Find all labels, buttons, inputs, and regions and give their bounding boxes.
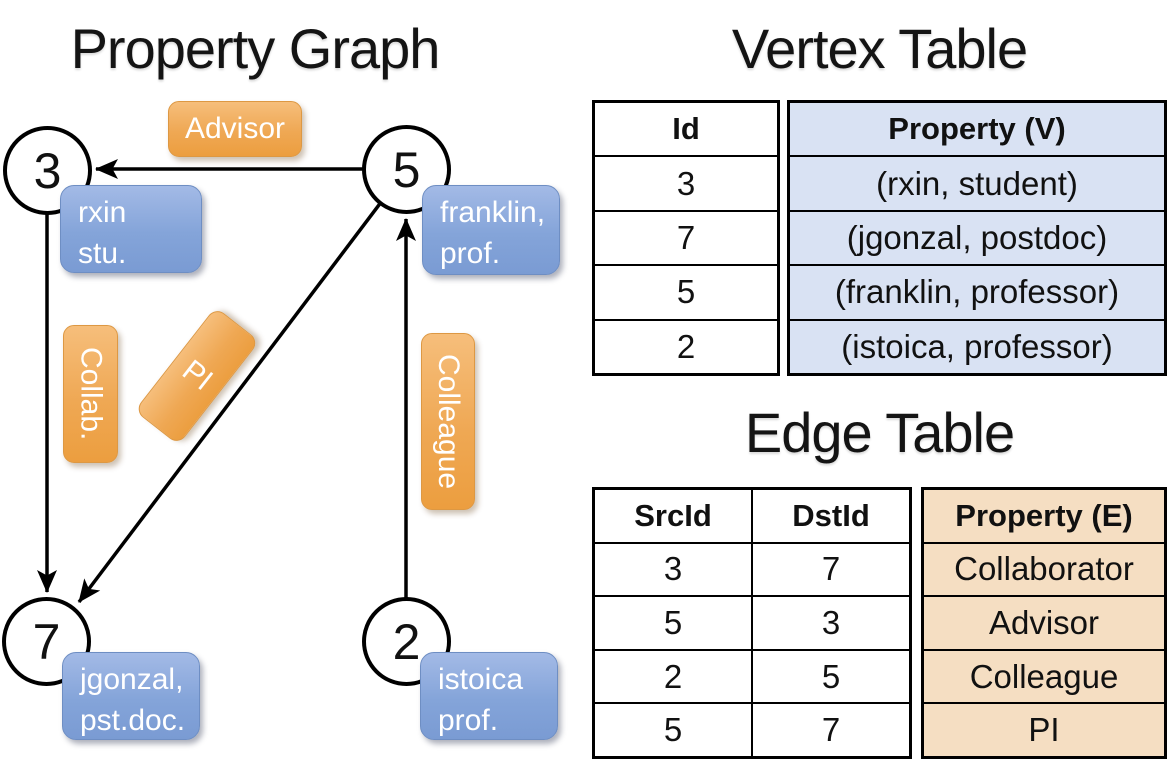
edge-table-property-cell: Advisor: [924, 595, 1164, 649]
edge-table-property-cell: PI: [924, 702, 1164, 756]
edge-table-id-columns: SrcId 3 5 2 5 DstId 7 3 5 7: [592, 487, 912, 759]
edge-label-advisor: Advisor: [168, 101, 302, 157]
vertex-table-property-column: Property (V) (rxin, student) (jgonzal, p…: [787, 100, 1167, 376]
edge-table-src-cell: 5: [595, 702, 751, 756]
edge-table-src-cell: 5: [595, 595, 751, 649]
edge-label-colleague: Colleague: [421, 333, 475, 510]
edge-label-collab: Collab.: [63, 325, 118, 463]
vertex-table-id-cell: 5: [595, 264, 777, 318]
vertex-table-property-cell: (rxin, student): [790, 155, 1164, 209]
vertex-label-rxin-line1: rxin: [78, 196, 127, 229]
edge-table-header-property: Property (E): [955, 497, 1133, 533]
vertex-label-franklin-line2: prof.: [440, 237, 501, 270]
node-5-id: 5: [392, 141, 421, 198]
vertex-label-rxin: rxin stu.: [60, 185, 202, 273]
edge-table-src-cell: 3: [595, 541, 751, 596]
edge-label-advisor-text: Advisor: [184, 112, 286, 145]
vertex-table-property-cell: (franklin, professor): [790, 264, 1164, 318]
vertex-table-title: Vertex Table: [731, 17, 1028, 80]
vertex-table-id-cell: 3: [595, 155, 777, 209]
graph-node-5: 5: [362, 125, 451, 214]
vertex-label-rxin-line2: stu.: [78, 237, 127, 270]
vertex-table-property-cell: (istoica, professor): [790, 318, 1164, 373]
vertex-table-header-id: Id: [672, 111, 700, 147]
edge-table-property-cell: Colleague: [924, 648, 1164, 703]
vertex-label-jgonzal: jgonzal, pst.doc.: [62, 652, 200, 740]
edge-table-header-dstid: DstId: [792, 497, 870, 533]
vertex-table-id-column: Id 3 7 5 2: [592, 100, 780, 376]
vertex-label-franklin: franklin, prof.: [422, 185, 560, 275]
edge-table-header-srcid: SrcId: [634, 497, 712, 533]
vertex-label-istoica-line2: prof.: [438, 704, 499, 737]
edge-table-title: Edge Table: [744, 401, 1015, 464]
node-2-id: 2: [392, 613, 421, 670]
graph-edges: [37, 159, 416, 615]
edge-table-dst-cell: 5: [753, 648, 909, 703]
node-7-id: 7: [32, 613, 61, 670]
edge-label-collab-text: Collab.: [74, 347, 108, 441]
edge-table-src-column: SrcId 3 5 2 5: [595, 490, 753, 756]
edge-table-src-cell: 2: [595, 648, 751, 703]
edge-table-dst-cell: 7: [753, 702, 909, 756]
vertex-table-id-cell: 2: [595, 318, 777, 373]
node-3-id: 3: [33, 142, 62, 199]
vertex-table-header-property: Property (V): [888, 111, 1066, 147]
edge-5-to-7-arrow: [77, 191, 390, 604]
edge-table-dst-cell: 7: [753, 541, 909, 596]
vertex-label-jgonzal-line1: jgonzal,: [80, 663, 184, 696]
edge-table-property-column: Property (E) Collaborator Advisor Collea…: [921, 487, 1167, 759]
edge-table-dst-cell: 3: [753, 595, 909, 649]
vertex-label-istoica-line1: istoica: [438, 663, 524, 696]
edge-table-property-cell: Collaborator: [924, 541, 1164, 596]
graph-node-2: 2: [362, 597, 451, 686]
edge-label-colleague-text: Colleague: [432, 353, 465, 490]
property-graph-title: Property Graph: [70, 17, 441, 80]
edge-label-pi-text: PI: [175, 353, 219, 398]
vertex-label-franklin-line1: franklin,: [440, 196, 546, 229]
edge-table-dst-column: DstId 7 3 5 7: [753, 490, 909, 756]
vertex-table-property-cell: (jgonzal, postdoc): [790, 209, 1164, 264]
vertex-label-jgonzal-line2: pst.doc.: [80, 704, 186, 737]
vertex-label-istoica: istoica prof.: [420, 652, 558, 740]
vertex-table-id-cell: 7: [595, 209, 777, 264]
